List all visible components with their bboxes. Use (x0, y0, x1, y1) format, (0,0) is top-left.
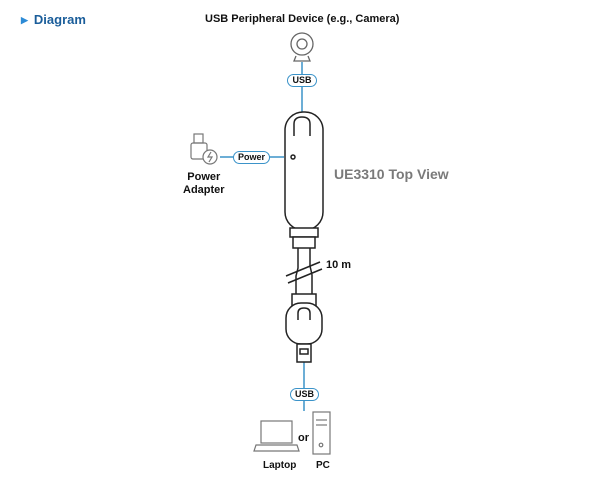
or-label: or (298, 432, 309, 444)
power-label: Power (233, 151, 270, 164)
pc-label: PC (316, 460, 330, 471)
usb-plug (285, 293, 323, 363)
usb-label-bottom: USB (290, 388, 319, 401)
usb-label-top: USB (287, 74, 317, 87)
cable-length-label: 10 m (326, 259, 352, 271)
power-adapter-icon (190, 133, 218, 165)
ue3310-device (284, 111, 324, 249)
pc-tower-icon (312, 411, 331, 455)
cable (285, 248, 323, 295)
section-heading-text: Diagram (33, 12, 86, 27)
cable-break-mark (285, 261, 321, 277)
device-body (284, 111, 324, 231)
laptop-icon (253, 420, 300, 452)
product-view-label: UE3310 Top View (334, 166, 449, 182)
device-port (293, 116, 311, 136)
webcam-icon (290, 32, 314, 62)
power-adapter-label: Power Adapter (183, 171, 225, 196)
triangle-bullet-icon: ▶ (21, 15, 28, 25)
power-port (290, 154, 296, 160)
section-heading: ▶ Diagram (21, 12, 86, 27)
laptop-label: Laptop (263, 460, 297, 471)
device-title: USB Peripheral Device (e.g., Camera) (205, 13, 400, 25)
